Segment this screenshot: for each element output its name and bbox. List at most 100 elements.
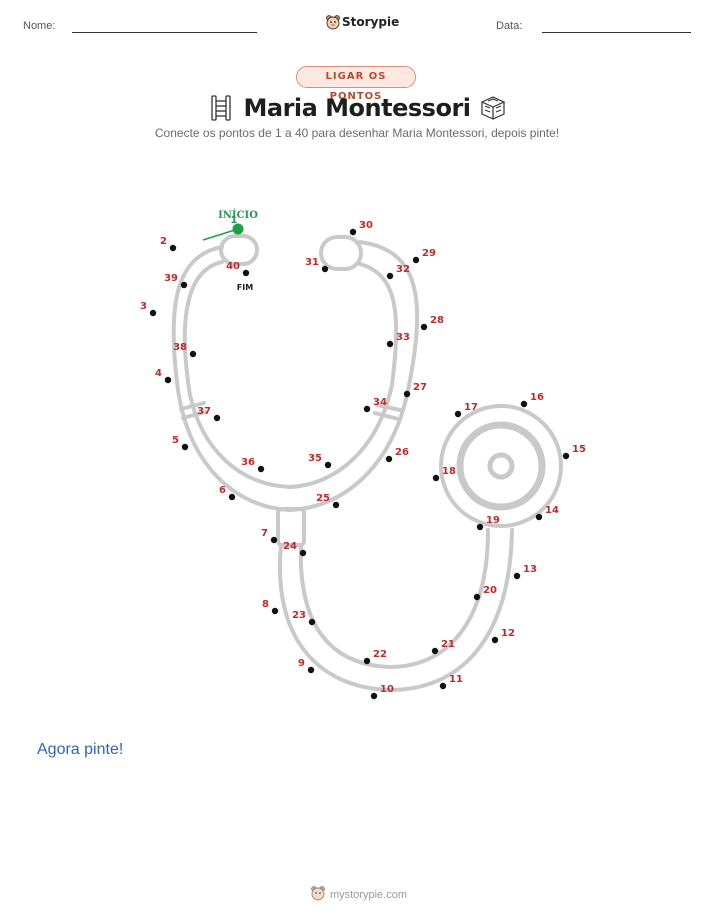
stethoscope-outline (171, 234, 563, 692)
dot-label-19: 19 (486, 515, 500, 526)
brand-name: Storypie (342, 15, 400, 29)
dot-label-14: 14 (545, 505, 559, 516)
dot-label-25: 25 (316, 493, 330, 504)
dot-label-29: 29 (422, 248, 436, 259)
storypie-logo-icon (325, 14, 341, 30)
date-line[interactable] (542, 32, 691, 33)
dots-layer: 1234567891011121314151617181920212223242… (140, 215, 586, 700)
dot-20 (473, 593, 481, 601)
dot-label-37: 37 (197, 406, 211, 417)
start-label: INÍCIO (218, 209, 258, 221)
dot-4 (164, 376, 172, 384)
wooden-block-icon (478, 93, 508, 123)
dot-10 (370, 692, 378, 700)
dot-label-20: 20 (483, 585, 497, 596)
date-label: Data: (496, 20, 523, 32)
dot-label-2: 2 (160, 236, 167, 247)
dot-39 (180, 281, 188, 289)
dot-label-4: 4 (155, 368, 162, 379)
dot-label-1: 1 (231, 215, 238, 226)
dot-label-31: 31 (305, 257, 319, 268)
dot-16 (520, 400, 528, 408)
dot-label-32: 32 (396, 264, 410, 275)
dot-label-24: 24 (283, 541, 297, 552)
dot-label-38: 38 (173, 342, 187, 353)
dot-26 (385, 455, 393, 463)
name-label: Nome: (23, 20, 56, 32)
dot-label-28: 28 (430, 315, 444, 326)
dot-37 (213, 414, 221, 422)
dot-label-26: 26 (395, 447, 409, 458)
dot-34 (363, 405, 371, 413)
dot-label-12: 12 (501, 628, 515, 639)
dot-11 (439, 682, 447, 690)
dot-13 (513, 572, 521, 580)
dot-label-5: 5 (172, 435, 179, 446)
end-label: FIM (237, 283, 253, 292)
dot-31 (321, 265, 329, 273)
dot-25 (332, 501, 340, 509)
dot-label-17: 17 (464, 402, 478, 413)
dot-19 (476, 523, 484, 531)
dot-label-30: 30 (359, 220, 373, 231)
dot-29 (412, 256, 420, 264)
dot-35 (324, 461, 332, 469)
dot-23 (308, 618, 316, 626)
dot-9 (307, 666, 315, 674)
dot-label-21: 21 (441, 639, 455, 650)
page-title: Maria Montessori (243, 94, 471, 122)
dot-label-16: 16 (530, 392, 544, 403)
dot-22 (363, 657, 371, 665)
dot-2 (169, 244, 177, 252)
dot-label-22: 22 (373, 649, 387, 660)
dot-15 (562, 452, 570, 460)
dot-18 (432, 474, 440, 482)
dot-8 (271, 607, 279, 615)
ladder-icon (207, 94, 235, 122)
dot-7 (270, 536, 278, 544)
dot-21 (431, 647, 439, 655)
dot-label-36: 36 (241, 457, 255, 468)
dot-14 (535, 513, 543, 521)
dot-32 (386, 272, 394, 280)
footer-logo-icon (310, 885, 326, 901)
dot-3 (149, 309, 157, 317)
dot-label-7: 7 (261, 528, 268, 539)
start-guide-line (202, 228, 239, 241)
dot-label-9: 9 (298, 658, 305, 669)
dot-label-27: 27 (413, 382, 427, 393)
dot-40 (242, 269, 250, 277)
dot-label-13: 13 (523, 564, 537, 575)
dot-label-15: 15 (572, 444, 586, 455)
instructions: Conecte os pontos de 1 a 40 para desenha… (154, 126, 560, 140)
footer-url[interactable]: mystorypie.com (330, 889, 408, 901)
dot-label-35: 35 (308, 453, 322, 464)
dot-30 (349, 228, 357, 236)
dot-label-18: 18 (442, 466, 456, 477)
dot-28 (420, 323, 428, 331)
dot-label-11: 11 (449, 674, 463, 685)
dot-label-23: 23 (292, 610, 306, 621)
dot-label-8: 8 (262, 599, 269, 610)
paint-prompt: Agora pinte! (37, 741, 124, 758)
dot-27 (403, 390, 411, 398)
dot-label-39: 39 (164, 273, 178, 284)
dot-label-33: 33 (396, 332, 410, 343)
dot-33 (386, 340, 394, 348)
dot-label-6: 6 (219, 485, 226, 496)
dot-36 (257, 465, 265, 473)
dot-label-10: 10 (380, 684, 394, 695)
dot-24 (299, 549, 307, 557)
dot-label-34: 34 (373, 397, 387, 408)
dot-label-40: 40 (226, 261, 240, 272)
dot-5 (181, 443, 189, 451)
activity-badge: LIGAR OS PONTOS (296, 66, 416, 102)
dot-label-3: 3 (140, 301, 147, 312)
name-line[interactable] (72, 32, 257, 33)
dot-38 (189, 350, 197, 358)
dot-6 (228, 493, 236, 501)
dot-1 (232, 223, 244, 235)
dot-17 (454, 410, 462, 418)
dot-12 (491, 636, 499, 644)
